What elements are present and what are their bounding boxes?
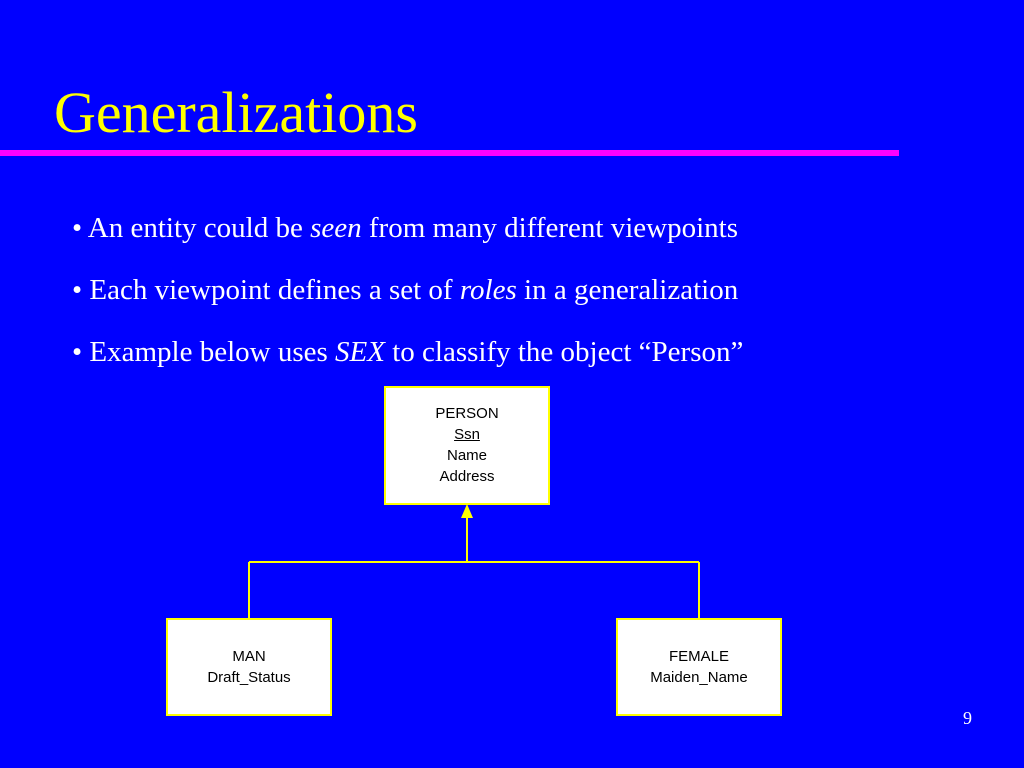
entity-attribute: Maiden_Name <box>650 669 748 686</box>
entity-female: FEMALE Maiden_Name <box>616 618 782 716</box>
bullet-text: in a generalization <box>516 274 739 306</box>
bullet-emphasis: SEX <box>335 336 385 368</box>
slide-title: Generalizations <box>54 80 418 145</box>
generalization-arrowhead <box>461 504 473 518</box>
bullet-item: • An entity could be seen from many diff… <box>72 210 738 246</box>
entity-man: MAN Draft_Status <box>166 618 332 716</box>
entity-name: PERSON <box>435 405 499 422</box>
bullet-text: to classify the object “Person” <box>384 336 744 368</box>
bullet-text: • Each viewpoint defines a set of <box>72 274 460 306</box>
entity-person: PERSON Ssn Name Address <box>384 386 550 505</box>
bullet-emphasis: seen <box>310 212 362 244</box>
bullet-text: • Example below uses <box>72 336 336 368</box>
bullet-item: • Example below uses SEX to classify the… <box>72 334 743 370</box>
entity-attribute: Draft_Status <box>207 669 291 686</box>
bullet-emphasis: roles <box>459 274 517 306</box>
entity-name: MAN <box>232 648 266 665</box>
entity-attribute: Name <box>446 447 487 464</box>
bullet-text: from many different viewpoints <box>361 212 739 244</box>
bullet-text: • An entity could be <box>72 212 311 244</box>
entity-name: FEMALE <box>668 648 729 665</box>
entity-attribute: Address <box>439 468 495 485</box>
title-divider <box>0 150 899 156</box>
bullet-item: • Each viewpoint defines a set of roles … <box>72 272 738 308</box>
page-number: 9 <box>963 708 972 728</box>
entity-key-attribute: Ssn <box>454 426 480 443</box>
